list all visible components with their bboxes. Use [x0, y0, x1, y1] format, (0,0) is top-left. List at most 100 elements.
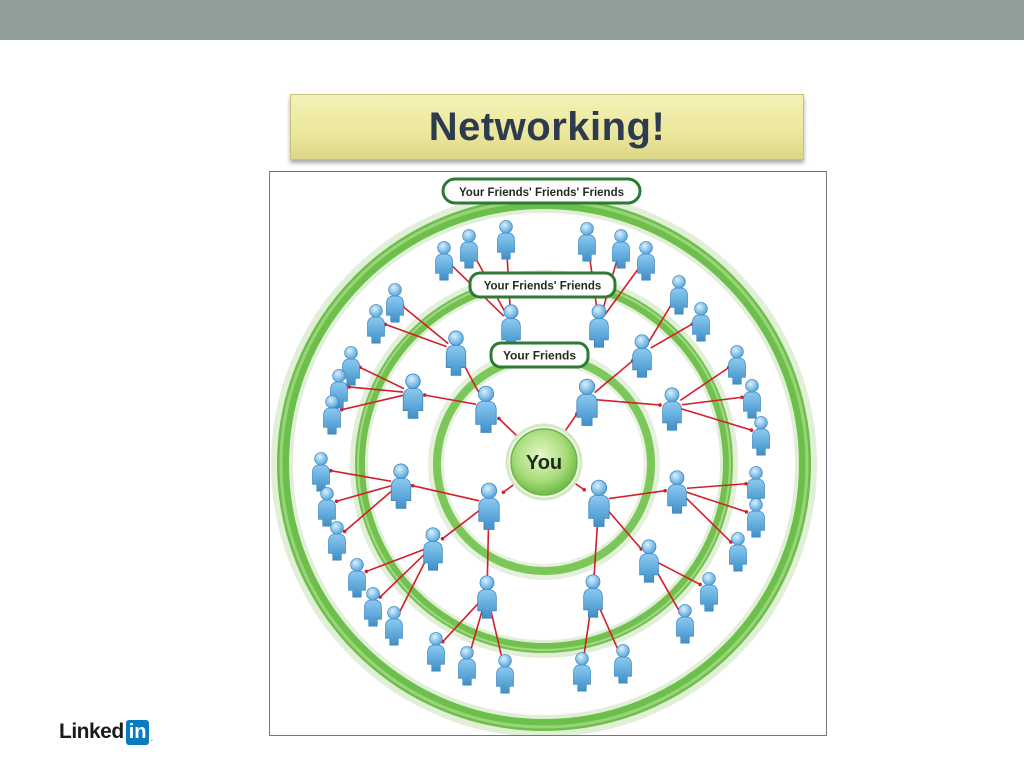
- person-icon: [573, 652, 591, 692]
- you-label: You: [526, 452, 562, 474]
- person-icon: [496, 654, 514, 694]
- person-icon: [743, 379, 761, 419]
- person-icon: [323, 395, 341, 435]
- person-icon: [402, 373, 424, 419]
- person-icon: [460, 229, 478, 269]
- person-icon: [385, 606, 403, 646]
- connector-line: [397, 554, 430, 615]
- connector-arrowhead: [744, 481, 748, 486]
- middle-ring-label: Your Friends' Friends: [468, 271, 617, 299]
- connector-arrowhead: [440, 536, 445, 541]
- connector-arrowhead: [410, 483, 415, 488]
- person-icon: [700, 572, 718, 612]
- connector-line: [359, 366, 405, 390]
- connector-arrowhead: [740, 395, 744, 400]
- connector-line: [379, 552, 427, 598]
- person-icon: [423, 527, 443, 571]
- inner-ring-label-text: Your Friends: [503, 349, 576, 363]
- connector-arrowhead: [663, 488, 667, 493]
- connector-line: [442, 508, 482, 540]
- connector-line: [657, 561, 701, 586]
- connector-line: [686, 491, 747, 513]
- connector-arrowhead: [364, 569, 369, 574]
- connector-arrowhead: [334, 499, 339, 504]
- person-icon: [367, 304, 385, 344]
- connector-line: [686, 482, 747, 490]
- person-icon: [478, 482, 500, 530]
- outer-ring-label-text: Your Friends' Friends' Friends: [459, 187, 624, 199]
- connector-line: [650, 323, 693, 349]
- connector-line: [366, 548, 424, 573]
- connector-line: [330, 469, 392, 483]
- person-icon: [692, 302, 710, 342]
- person-icon: [614, 644, 632, 684]
- person-icon: [458, 646, 476, 686]
- people-icons: [312, 220, 770, 694]
- person-icon: [497, 220, 515, 260]
- person-icon: [728, 345, 746, 385]
- connector-arrowhead: [698, 582, 702, 587]
- person-icon: [589, 304, 609, 348]
- person-icon: [364, 587, 382, 627]
- connector-line: [683, 495, 732, 543]
- connector-line: [442, 600, 481, 643]
- connector-arrowhead: [347, 385, 351, 389]
- connector-line: [424, 394, 477, 406]
- person-icon: [390, 463, 412, 509]
- connector-line: [412, 484, 480, 502]
- person-icon: [342, 346, 360, 386]
- connector-line: [341, 394, 404, 411]
- person-icon: [386, 283, 404, 323]
- person-icon: [752, 416, 770, 456]
- slide-title: Networking!: [428, 104, 666, 149]
- person-icon: [348, 558, 366, 598]
- person-icon: [747, 498, 765, 538]
- connector-line: [604, 507, 642, 550]
- connector-line: [646, 300, 675, 345]
- person-icon: [501, 304, 521, 348]
- linkedin-logo: Linked in .: [59, 718, 153, 746]
- person-icon: [667, 470, 687, 514]
- top-accent-bar: [0, 0, 1024, 40]
- person-icon: [328, 521, 346, 561]
- person-icon: [583, 574, 603, 618]
- person-icon: [639, 539, 659, 583]
- connector-line: [594, 360, 634, 394]
- person-icon: [576, 378, 598, 426]
- connector-line: [596, 399, 661, 406]
- connector-line: [604, 265, 641, 316]
- title-banner: Networking!: [290, 94, 804, 160]
- person-icon: [477, 575, 497, 619]
- outer-ring-label: Your Friends' Friends' Friends: [441, 177, 642, 205]
- person-icon: [427, 632, 445, 672]
- connector-arrowhead: [744, 510, 749, 514]
- network-diagram-svg: You Your Friends' Friends' Friends Your …: [271, 177, 817, 735]
- connector-line: [681, 408, 752, 431]
- inner-ring-label: Your Friends: [489, 341, 590, 369]
- person-icon: [632, 334, 652, 378]
- person-icon: [435, 241, 453, 281]
- connector-arrowhead: [749, 428, 754, 432]
- person-icon: [662, 387, 682, 431]
- connector-arrowhead: [329, 468, 333, 473]
- person-icon: [578, 222, 596, 262]
- logo-wordmark: Linked: [59, 720, 124, 743]
- connector-line: [679, 366, 730, 402]
- person-icon: [729, 532, 747, 572]
- connector-line: [344, 488, 394, 533]
- person-icon: [637, 241, 655, 281]
- person-icon: [676, 604, 694, 644]
- you-node: You: [505, 423, 583, 501]
- logo-suffix: .: [150, 732, 154, 744]
- connector-line: [681, 396, 743, 406]
- connector-arrowhead: [423, 393, 427, 397]
- connector-line: [336, 484, 392, 503]
- person-icon: [312, 452, 330, 492]
- person-icon: [747, 466, 765, 506]
- connector-line: [402, 305, 449, 345]
- connector-arrowhead: [658, 403, 662, 407]
- person-icon: [475, 385, 497, 433]
- person-icon: [588, 479, 610, 527]
- connector-arrowhead: [339, 407, 344, 412]
- logo-in-badge: in: [125, 719, 150, 745]
